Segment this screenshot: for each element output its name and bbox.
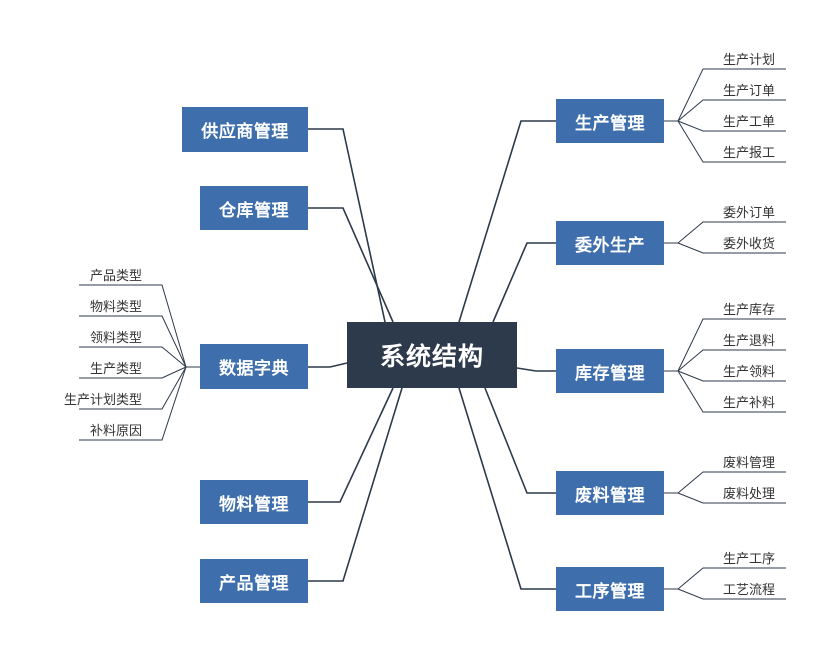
leaf-replenish-reason[interactable]: 补料原因 [89,424,142,439]
leaf-connector-dictionary-3 [79,366,187,379]
connector-supplier [308,128,386,323]
connector-outsourcing [492,242,556,323]
leaf-connector-production-1 [677,99,786,122]
leaf-requisition-type[interactable]: 领料类型 [89,331,142,346]
center-node: 系统结构 [347,322,517,388]
connector-inventory [516,367,556,372]
branch-process-management[interactable]: 工序管理 [556,567,664,611]
branch-label: 委外生产 [575,235,645,256]
branch-data-dictionary[interactable]: 数据字典 [200,344,308,389]
leaf-connector-inventory-2 [677,370,786,382]
leaf-production-stock[interactable]: 生产库存 [723,303,776,318]
branch-waste-management[interactable]: 废料管理 [556,471,664,515]
leaf-production-plan-type[interactable]: 生产计划类型 [63,393,142,408]
leaf-production-type[interactable]: 生产类型 [89,362,142,377]
branch-label: 工序管理 [575,581,645,602]
connector-material [308,387,394,503]
leaf-production-return[interactable]: 生产退料 [723,334,776,349]
leaf-connector-dictionary-5 [79,366,187,441]
leaf-connector-waste-1 [677,492,786,504]
branch-label: 产品管理 [219,573,289,594]
connector-product [308,387,403,582]
branch-inventory-management[interactable]: 库存管理 [556,349,664,393]
leaf-production-process[interactable]: 生产工序 [723,552,776,567]
leaf-production-picking[interactable]: 生产领料 [723,365,776,380]
leaf-product-type[interactable]: 产品类型 [89,269,142,284]
branch-label: 库存管理 [575,363,645,384]
leaf-connector-inventory-3 [677,370,786,413]
leaf-outsource-order[interactable]: 委外订单 [723,206,776,221]
leaf-connector-production-2 [677,120,786,132]
branch-label: 物料管理 [219,494,289,515]
leaf-work-order[interactable]: 生产工单 [723,115,776,130]
leaf-connector-inventory-0 [677,318,786,372]
center-label: 系统结构 [379,342,484,371]
leaf-production-plan[interactable]: 生产计划 [723,53,776,68]
leaf-connector-production-0 [677,68,786,122]
leaf-outsource-receipt[interactable]: 委外收货 [723,237,776,252]
branch-label: 数据字典 [219,359,289,379]
leaf-connector-process-1 [677,588,786,600]
leaf-waste-disposal[interactable]: 废料处理 [723,487,776,502]
connector-process [458,387,556,590]
leaf-connector-process-0 [677,567,786,590]
leaf-production-report[interactable]: 生产报工 [723,146,776,161]
leaf-material-type[interactable]: 物料类型 [89,300,142,315]
connector-warehouse [308,207,394,323]
branch-label: 供应商管理 [201,122,289,142]
branch-label: 生产管理 [575,113,645,134]
branch-warehouse-management[interactable]: 仓库管理 [200,186,308,230]
leaf-production-order[interactable]: 生产订单 [723,84,776,99]
leaf-process-flow[interactable]: 工艺流程 [723,583,776,598]
branch-outsourced-production[interactable]: 委外生产 [556,221,664,265]
branch-product-management[interactable]: 产品管理 [200,559,308,603]
leaf-connector-dictionary-2 [79,346,187,368]
connector-production [458,120,556,323]
branch-label: 仓库管理 [219,200,289,221]
branch-production-management[interactable]: 生产管理 [556,99,664,143]
leaf-connector-dictionary-0 [79,284,187,368]
connector-dictionary [308,362,348,368]
branch-label: 废料管理 [575,485,645,506]
leaf-connector-dictionary-4 [79,366,187,410]
connector-waste [484,387,556,494]
leaf-waste-management[interactable]: 废料管理 [723,456,776,471]
leaf-connector-outsourcing-0 [677,221,786,244]
branch-supplier-management[interactable]: 供应商管理 [182,107,308,152]
leaf-production-replenish[interactable]: 生产补料 [723,396,776,411]
branch-material-management[interactable]: 物料管理 [200,480,308,524]
leaf-connector-waste-0 [677,471,786,494]
leaf-connector-dictionary-1 [79,315,187,368]
leaf-connector-inventory-1 [677,349,786,372]
leaf-connector-production-3 [677,120,786,163]
leaf-connector-outsourcing-1 [677,242,786,254]
